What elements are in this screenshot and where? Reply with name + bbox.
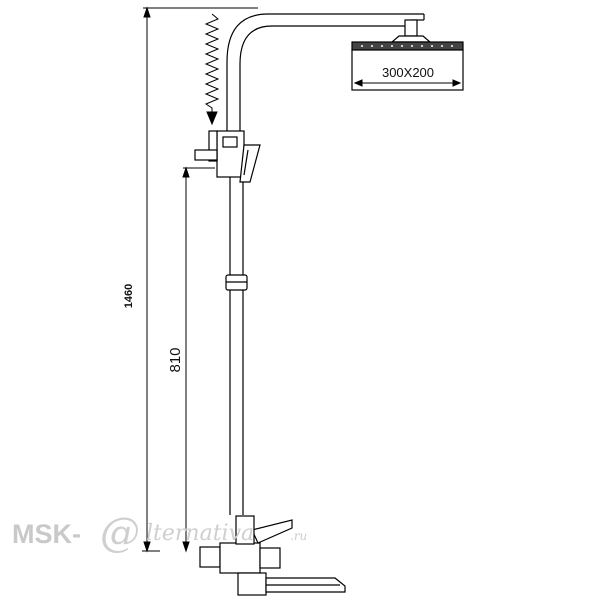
watermark-logo: MSK- @ lternativa .ru bbox=[12, 510, 307, 556]
shower-head-width-dimension bbox=[353, 79, 462, 87]
slide-bracket bbox=[225, 274, 248, 291]
total-height-dimension bbox=[142, 6, 258, 553]
watermark-brand-suffix: .ru bbox=[290, 529, 307, 543]
watermark-brand-script: lternativa bbox=[146, 521, 254, 546]
watermark-at-symbol: @ bbox=[100, 510, 140, 556]
diverter-valve bbox=[194, 130, 261, 183]
mixer-height-dimension bbox=[182, 166, 215, 553]
shower-head-size-label: 300X200 bbox=[382, 65, 434, 80]
shower-head-nozzles bbox=[361, 45, 453, 47]
total-height-label: 1460 bbox=[123, 284, 135, 308]
bath-mixer bbox=[199, 515, 346, 596]
mixer-height-label: 810 bbox=[167, 347, 184, 372]
watermark-brand-prefix: MSK- bbox=[12, 519, 81, 549]
water-flow-arrow-icon bbox=[204, 13, 220, 126]
